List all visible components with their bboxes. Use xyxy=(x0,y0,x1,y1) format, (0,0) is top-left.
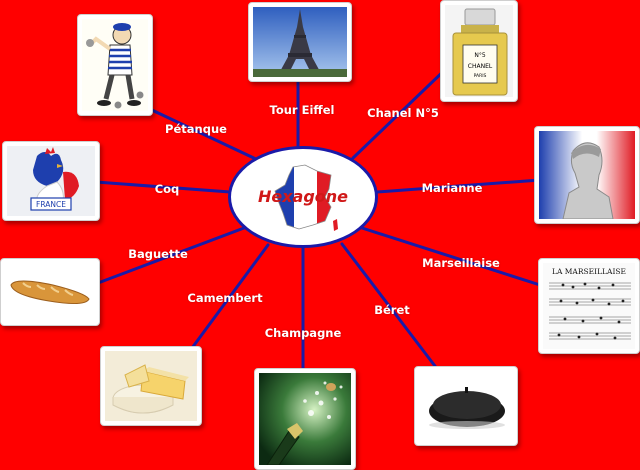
center-title: Hexagone xyxy=(257,187,349,206)
label-camembert: Camembert xyxy=(187,291,263,305)
marseillaise-title: LA MARSEILLAISE xyxy=(552,267,626,276)
card-coq: FRANCE xyxy=(2,141,100,221)
label-baguette: Baguette xyxy=(128,247,188,261)
label-beret: Béret xyxy=(374,303,410,317)
svg-text:CHANEL: CHANEL xyxy=(468,63,493,70)
beret-photo xyxy=(419,371,513,441)
connector-coq xyxy=(94,180,232,194)
card-beret xyxy=(414,366,518,446)
baguette-icon xyxy=(5,263,95,321)
sheet-music-icon: LA MARSEILLAISE xyxy=(543,263,635,349)
card-camembert xyxy=(100,346,202,426)
card-baguette xyxy=(0,258,100,326)
label-chanel: Chanel N°5 xyxy=(367,106,439,120)
card-marseillaise: LA MARSEILLAISE xyxy=(538,258,640,354)
card-marianne xyxy=(534,126,640,224)
eiffel-tower-photo xyxy=(253,7,347,77)
label-coq: Coq xyxy=(154,182,180,196)
label-tour-eiffel: Tour Eiffel xyxy=(269,103,335,117)
petanque-player-icon xyxy=(82,19,148,111)
perfume-bottle-photo: N°5 CHANEL PARIS xyxy=(445,5,513,97)
connector-marianne xyxy=(375,178,542,194)
connector-marseillaise xyxy=(360,226,542,287)
center-node: Hexagone xyxy=(228,146,378,248)
connector-baguette xyxy=(96,226,246,285)
rooster-icon: FRANCE xyxy=(7,146,95,216)
label-champagne: Champagne xyxy=(264,326,342,340)
card-petanque xyxy=(77,14,153,116)
france-map-icon xyxy=(274,164,338,231)
champagne-photo xyxy=(259,373,351,465)
label-marianne: Marianne xyxy=(421,181,483,195)
card-chanel: N°5 CHANEL PARIS xyxy=(440,0,518,102)
connector-chanel xyxy=(351,63,452,160)
card-tour-eiffel xyxy=(248,2,352,82)
svg-text:N°5: N°5 xyxy=(474,52,485,59)
label-petanque: Pétanque xyxy=(165,122,227,136)
card-champagne xyxy=(254,368,356,470)
connector-beret xyxy=(340,242,440,372)
svg-text:PARIS: PARIS xyxy=(474,73,487,79)
label-marseillaise: Marseillaise xyxy=(422,256,500,270)
connector-camembert xyxy=(190,243,270,350)
coq-badge-text: FRANCE xyxy=(36,200,66,209)
marianne-bust-photo xyxy=(539,131,635,219)
cheese-photo xyxy=(105,351,197,421)
